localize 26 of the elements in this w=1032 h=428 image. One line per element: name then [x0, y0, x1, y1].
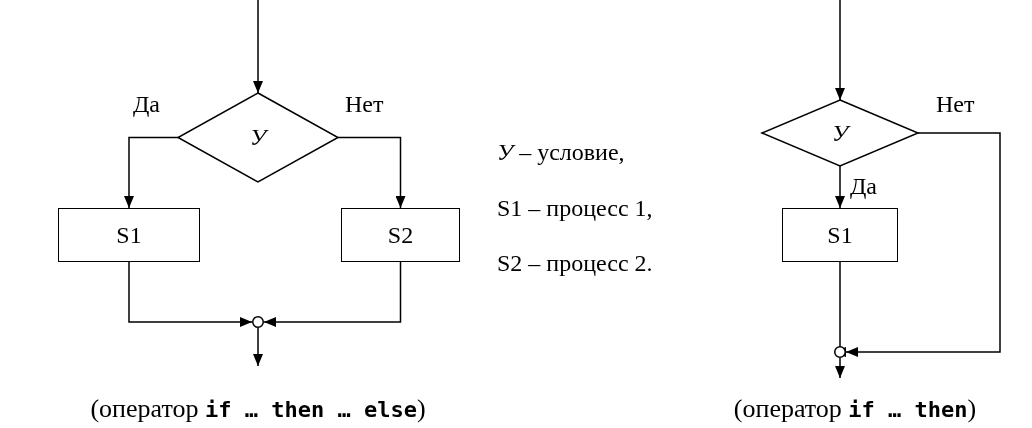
process-box: S2	[341, 208, 460, 262]
process-box: S1	[58, 208, 200, 262]
decision-diamond: У	[178, 93, 338, 182]
caption: (оператор if … then)	[733, 396, 977, 422]
edge-label: Нет	[936, 92, 975, 116]
legend-text: S2 – процесс 2.	[497, 251, 653, 275]
arrow	[835, 165, 845, 209]
arrow	[263, 261, 402, 327]
legend-text: S1 – процесс 1,	[497, 196, 653, 220]
caption: (оператор if … then … else)	[90, 396, 426, 422]
edge-label: Нет	[345, 92, 384, 116]
arrow	[337, 136, 406, 209]
arrow	[128, 261, 253, 327]
arrow	[835, 0, 845, 101]
legend-text: У – условие,	[497, 140, 625, 164]
junction-circle	[252, 316, 264, 328]
edge-label: Да	[133, 92, 161, 116]
arrow	[835, 357, 845, 379]
decision-diamond: У	[762, 100, 918, 166]
junction-circle	[834, 346, 846, 358]
arrow	[124, 136, 179, 209]
process-box: S1	[782, 208, 898, 262]
arrow	[253, 0, 263, 94]
edge-label: Да	[850, 174, 878, 198]
arrow	[845, 132, 1001, 357]
arrow	[253, 327, 263, 367]
